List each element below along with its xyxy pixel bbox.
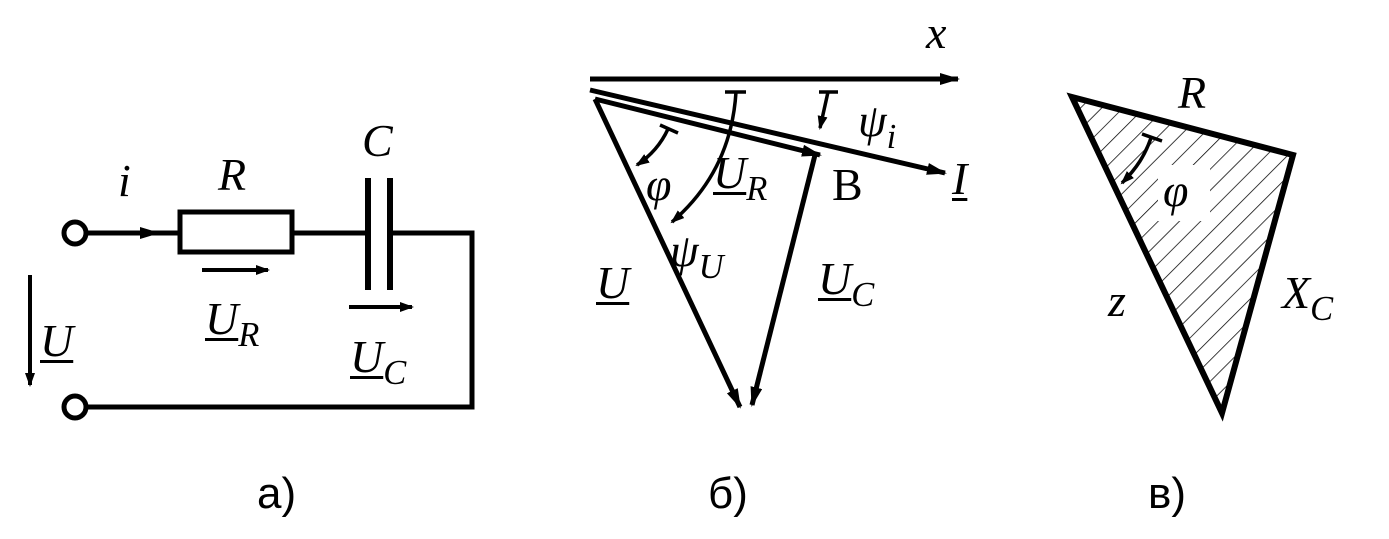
triangle-z-label: z [1108, 275, 1126, 326]
point-label: В [832, 159, 863, 210]
phi-arc [635, 128, 670, 167]
u-phasor-main: U [596, 257, 630, 308]
triangle-xc-sub: C [1310, 290, 1334, 329]
current-phasor-main: I [952, 153, 968, 204]
triangle-outline [1066, 92, 1297, 422]
current-phasor [589, 87, 947, 176]
u-label-main: U [40, 315, 74, 366]
caption-a: а) [257, 469, 297, 518]
psi-u-main: ψ [670, 225, 699, 276]
ur-label-sub: R [238, 316, 260, 355]
psi-i-arc [817, 91, 830, 130]
u-phasor-label: U [596, 260, 629, 306]
caption-v: в) [1148, 469, 1187, 518]
wire-return [86, 230, 475, 410]
phi-tick [659, 123, 679, 135]
input-terminal-bottom [61, 393, 89, 421]
psi-i-main: ψ [858, 95, 887, 146]
uc-phasor-label: UC [818, 256, 874, 313]
psi-u-label: ψU [670, 228, 724, 285]
input-terminal-top [61, 219, 89, 247]
triangle-xc-label: XC [1282, 270, 1333, 327]
ur-label-main: U [205, 293, 239, 344]
ur-phasor-sub: R [746, 170, 768, 209]
circuit-diagram [25, 178, 475, 421]
phasor-diagram [589, 73, 960, 409]
uc-label: UC [350, 334, 406, 391]
phi-label-background [1158, 165, 1210, 221]
uc-label-main: U [350, 331, 384, 382]
psi-u-arc [670, 91, 738, 224]
x-axis-label: x [926, 7, 947, 58]
uc-phasor-main: U [818, 253, 852, 304]
ur-label: UR [205, 296, 259, 353]
triangle-xc-main: X [1282, 267, 1311, 318]
u-label: U [40, 318, 73, 364]
ur-phasor-label: UR [713, 150, 767, 207]
capacitor-label: C [362, 115, 393, 166]
uc-phasor [749, 154, 818, 407]
triangle-phi-label: φ [1163, 165, 1189, 216]
current-phasor-label: I [952, 156, 967, 202]
triangle-r-label: R [1178, 67, 1207, 118]
impedance-triangle [1066, 92, 1297, 422]
phi-label: φ [646, 159, 672, 210]
resistor-label: R [218, 149, 247, 200]
uc-phasor-sub: C [851, 276, 875, 315]
u-phasor [592, 97, 743, 409]
psi-i-sub: i [886, 118, 897, 157]
caption-b: б) [708, 469, 748, 518]
ur-phasor [594, 96, 822, 158]
resistor [177, 209, 295, 255]
phi-tick-triangle [1141, 132, 1163, 143]
current-label: i [118, 155, 131, 206]
uc-label-sub: C [383, 354, 407, 393]
phi-arc-triangle [1120, 137, 1153, 185]
ur-phasor-main: U [713, 147, 747, 198]
psi-i-label: ψi [858, 98, 896, 155]
psi-u-sub: U [698, 248, 724, 287]
